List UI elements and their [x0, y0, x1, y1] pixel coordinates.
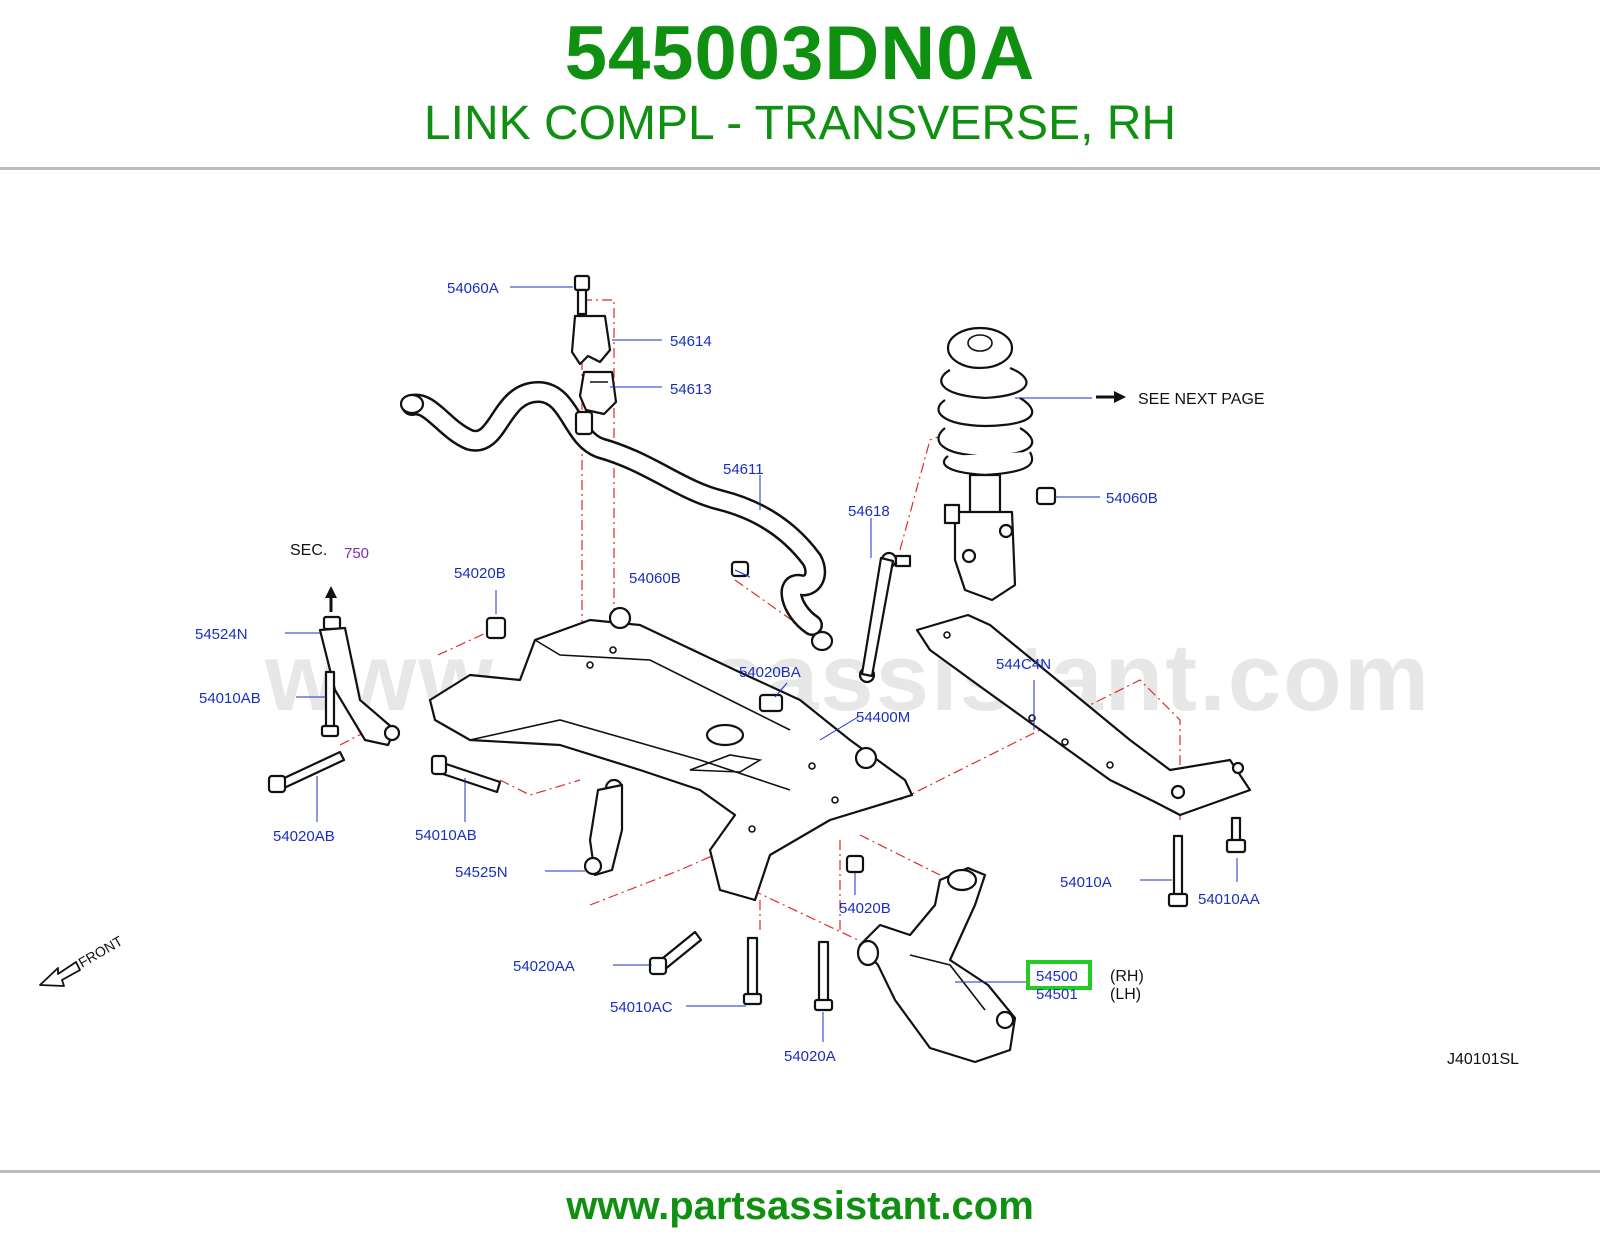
callout-54525N[interactable]: 54525N — [455, 864, 508, 881]
suspension-member — [428, 606, 914, 902]
callout-54060B[interactable]: 54060B — [629, 570, 681, 587]
highlighted-part-box — [1026, 960, 1092, 990]
callout-54614[interactable]: 54614 — [670, 333, 712, 350]
callout-54020AA[interactable]: 54020AA — [513, 958, 575, 975]
see-next-page-text[interactable]: SEE NEXT PAGE — [1138, 391, 1265, 408]
callout-54060B-strut[interactable]: 54060B — [1106, 490, 1158, 507]
parts-diagram-svg: www.partsassistant.com — [39, 274, 1519, 1068]
callout-54020B[interactable]: 54020B — [839, 900, 891, 917]
callout-54618[interactable]: 54618 — [848, 503, 890, 520]
callout-54524N[interactable]: 54524N — [195, 626, 248, 643]
callout-54010AB[interactable]: 54010AB — [415, 827, 477, 844]
footer-website-link[interactable]: www.partsassistant.com — [566, 1184, 1034, 1228]
callout-54020BA[interactable]: 54020BA — [739, 664, 801, 681]
stabilizer-clamp — [570, 274, 618, 416]
part-description: LINK COMPL - TRANSVERSE, RH — [423, 97, 1177, 150]
top-nut — [485, 616, 507, 640]
link-nut — [730, 560, 750, 578]
callout-54020B-top[interactable]: 54020B — [454, 565, 506, 582]
footer-divider — [0, 1170, 1600, 1173]
link-54525N — [583, 778, 624, 877]
member-stay — [915, 613, 1252, 817]
strut-assembly — [937, 326, 1034, 602]
strut-nut — [1035, 486, 1057, 506]
bolts — [267, 670, 1247, 1012]
callout-54501[interactable]: 54501 — [1036, 986, 1078, 1003]
see-next-page-arrow — [1096, 391, 1126, 403]
link-54524N — [318, 615, 401, 747]
stabilizer-bar — [399, 381, 834, 652]
transverse-link-54500 — [856, 866, 1017, 1064]
rh-label: (RH) — [1110, 968, 1144, 985]
callout-54010AB-left[interactable]: 54010AB — [199, 690, 261, 707]
sec-label: SEC. — [290, 542, 327, 559]
callout-54010AC[interactable]: 54010AC — [610, 999, 673, 1016]
front-label: FRONT — [76, 932, 126, 970]
parts-diagram: www.partsassistant.com — [0, 170, 1600, 1170]
callout-54611[interactable]: 54611 — [723, 461, 764, 478]
part-number-title: 545003DN0A — [564, 11, 1036, 96]
callout-54010A[interactable]: 54010A — [1060, 874, 1112, 891]
header-divider — [0, 167, 1600, 170]
sec-arrow — [325, 586, 337, 612]
lh-label: (LH) — [1110, 986, 1141, 1003]
callout-54010AA[interactable]: 54010AA — [1198, 891, 1260, 908]
callout-54060A[interactable]: 54060A — [447, 280, 499, 297]
sec-number[interactable]: 750 — [344, 545, 369, 562]
callout-54613[interactable]: 54613 — [670, 381, 712, 398]
leader-lines — [285, 286, 1238, 1042]
callout-544C4N[interactable]: 544C4N — [996, 656, 1051, 673]
stabilizer-link — [858, 551, 912, 684]
page-header: 545003DN0A LINK COMPL - TRANSVERSE, RH — [0, 0, 1600, 170]
callout-54400M[interactable]: 54400M — [856, 709, 910, 726]
front-arrow-icon — [39, 961, 81, 987]
callout-labels: 54060A 54614 54613 54611 54618 54060B 54… — [195, 280, 1260, 1065]
callout-54020AB[interactable]: 54020AB — [273, 828, 335, 845]
callout-54500[interactable]: 54500 — [1036, 968, 1078, 985]
drawing-code: J40101SL — [1447, 1051, 1519, 1068]
callout-54020A[interactable]: 54020A — [784, 1048, 836, 1065]
